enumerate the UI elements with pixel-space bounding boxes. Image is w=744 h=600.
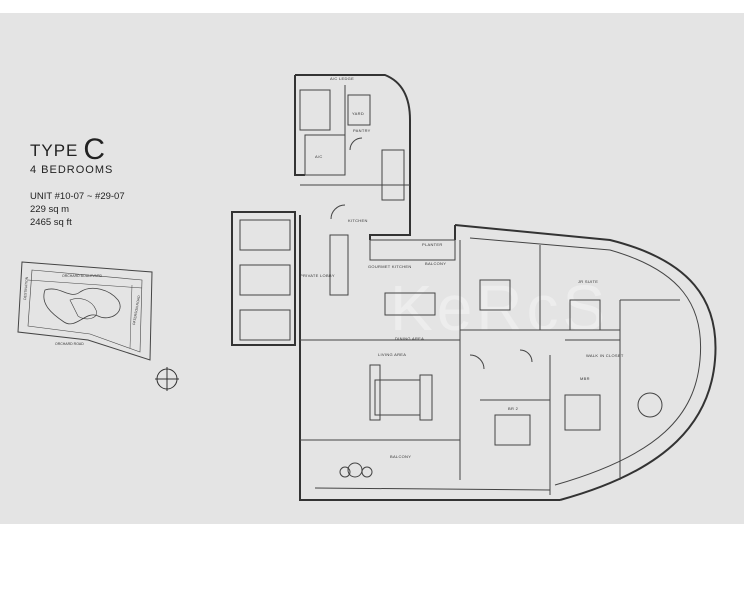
room-dining: DINING AREA xyxy=(395,336,424,341)
room-gourmet-kitchen: GOURMET KITCHEN xyxy=(368,264,412,269)
site-road-orchard-boulevard: ORCHARD BOULEVARD xyxy=(62,274,102,278)
room-balcony-bottom: BALCONY xyxy=(390,454,411,459)
site-plan xyxy=(17,261,153,361)
room-pantry: PANTRY xyxy=(353,128,371,133)
room-private-lobby: PRIVATE LOBBY xyxy=(300,273,335,278)
type-letter: C xyxy=(83,133,106,166)
room-walk-in-closet: WALK IN CLOSET xyxy=(586,353,624,358)
bedroom-count: 4 BEDROOMS xyxy=(30,164,114,176)
unit-range: UNIT #10-07 ~ #29-07 xyxy=(30,191,125,202)
room-planter: PLANTER xyxy=(422,242,443,247)
room-kitchen: KITCHEN xyxy=(348,218,368,223)
floorplan-walls xyxy=(231,74,717,501)
room-ac: A/C xyxy=(315,154,323,159)
site-road-paterson-road: PATERSON ROAD xyxy=(132,295,141,326)
unit-info: UNIT #10-07 ~ #29-07 229 sq m 2465 sq ft xyxy=(30,190,125,229)
room-master: MBR xyxy=(580,376,590,381)
north-arrow-icon xyxy=(155,367,179,391)
room-ac-ledge: A/C LEDGE xyxy=(330,76,354,81)
room-yard: YARD xyxy=(352,111,364,116)
room-living: LIVING AREA xyxy=(378,352,406,357)
area-sqm: 229 sq m xyxy=(30,204,70,215)
room-balcony-top: BALCONY xyxy=(425,261,446,266)
room-jr-suite: JR SUITE xyxy=(578,279,598,284)
site-road-orchard-road: ORCHARD ROAD xyxy=(55,342,84,346)
site-road-destination: DESTINATION xyxy=(23,276,29,300)
watermark: KeRcS xyxy=(390,272,609,344)
room-bedroom: BR 2 xyxy=(508,406,519,411)
type-word: TYPE xyxy=(30,141,79,160)
floorplan-interior xyxy=(239,85,702,495)
area-sqft: 2465 sq ft xyxy=(30,217,72,228)
